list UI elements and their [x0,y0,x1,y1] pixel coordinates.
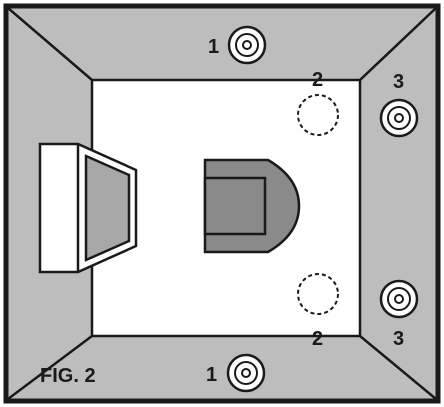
speaker-label-rear-top: 2 [312,69,323,91]
dashed-circle-icon [297,273,339,315]
speaker-front-top: 1 [208,25,267,65]
speaker-side-bottom: 3 [379,279,419,350]
speaker-ring [387,287,411,311]
speaker-label-front-bottom: 1 [206,364,217,386]
tv-screen [84,154,131,262]
speaker-ring [387,106,411,130]
speaker-label-side-top: 3 [393,71,404,93]
armchair-seat [203,176,267,236]
speaker-rear-top: 2 [297,69,339,136]
speaker-icon [227,25,267,65]
speaker-center [241,368,251,378]
speaker-label-front-top: 1 [208,36,219,58]
speaker-center [394,113,404,123]
speaker-ring [234,361,258,385]
corner-line-top-right [359,7,437,81]
speaker-icon [379,279,419,319]
speaker-ring [235,33,259,57]
corner-line-bottom-right [359,335,437,400]
armchair-icon [203,158,301,254]
speaker-front-bottom: 1 [206,353,266,393]
dashed-circle-icon [297,94,339,136]
speaker-side-top: 3 [379,71,419,138]
speaker-icon [379,98,419,138]
speaker-icon [226,353,266,393]
speaker-center [394,294,404,304]
speaker-center [242,40,252,50]
speaker-rear-bottom: 2 [297,273,339,350]
speaker-label-side-bottom: 3 [393,328,404,350]
corner-line-top-left [7,7,93,81]
corner-line-bottom-left [7,335,93,400]
figure-caption: FIG. 2 [40,365,96,387]
tv-icon [38,142,138,274]
speaker-label-rear-bottom: 2 [312,328,323,350]
